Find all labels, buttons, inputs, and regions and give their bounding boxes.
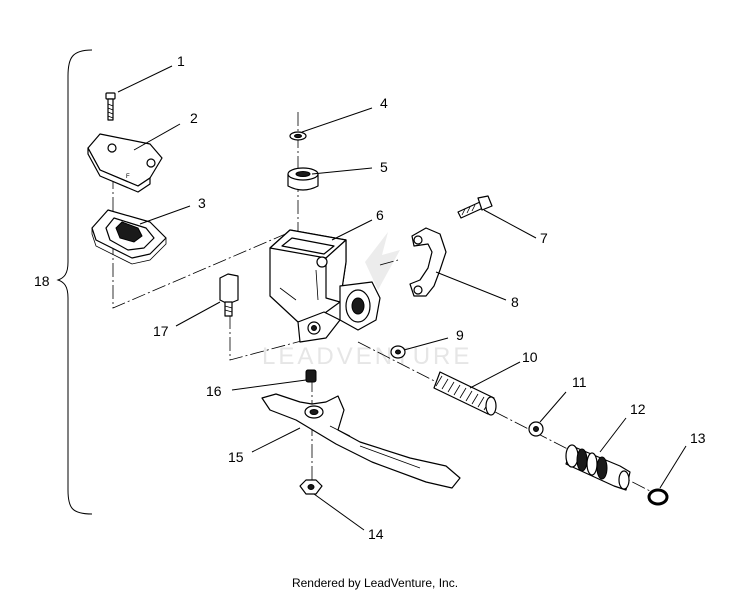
part-11-washer bbox=[528, 421, 544, 437]
callout-18: 18 bbox=[34, 273, 50, 289]
svg-text:F: F bbox=[126, 174, 130, 180]
part-15-lever bbox=[261, 393, 461, 489]
part-6-master-cylinder bbox=[269, 229, 381, 343]
assembly-brace bbox=[56, 49, 93, 515]
callout-15: 15 bbox=[228, 449, 244, 465]
watermark: LEADVENTURE bbox=[262, 232, 472, 370]
callout-6: 6 bbox=[376, 207, 384, 223]
callout-3: 3 bbox=[198, 195, 206, 211]
part-2-cover: F bbox=[87, 133, 163, 193]
part-5-seal bbox=[287, 167, 319, 191]
callout-12: 12 bbox=[630, 401, 646, 417]
callout-2: 2 bbox=[190, 110, 198, 126]
watermark-text: LEADVENTURE bbox=[262, 343, 472, 370]
part-8-clamp bbox=[409, 227, 447, 297]
leader-lines bbox=[117, 65, 687, 531]
callout-14: 14 bbox=[368, 526, 384, 542]
part-1-screw bbox=[105, 92, 116, 121]
part-14-nut bbox=[299, 479, 323, 495]
callout-4: 4 bbox=[380, 95, 388, 111]
part-7-bolt bbox=[457, 195, 493, 219]
part-10-spring bbox=[433, 371, 497, 416]
callout-1: 1 bbox=[177, 53, 185, 69]
part-9-washer bbox=[390, 345, 406, 359]
part-16-pivot-sleeve bbox=[305, 369, 317, 383]
callout-11: 11 bbox=[572, 374, 587, 390]
callout-numbers: 1 2 3 4 5 6 7 8 9 10 11 12 13 14 15 16 1… bbox=[34, 53, 706, 542]
part-12-piston bbox=[565, 444, 631, 491]
part-13-o-ring bbox=[647, 488, 669, 506]
callout-10: 10 bbox=[522, 349, 538, 365]
callout-8: 8 bbox=[511, 294, 519, 310]
callout-7: 7 bbox=[540, 230, 548, 246]
part-4-washer bbox=[289, 131, 307, 141]
callout-5: 5 bbox=[380, 159, 388, 175]
part-3-diaphragm bbox=[91, 209, 167, 265]
callout-9: 9 bbox=[456, 327, 464, 343]
callout-17: 17 bbox=[153, 323, 169, 339]
callout-16: 16 bbox=[206, 383, 222, 399]
callout-13: 13 bbox=[690, 430, 706, 446]
part-17-pivot-bolt bbox=[219, 273, 239, 317]
footer-credit: Rendered by LeadVenture, Inc. bbox=[291, 576, 459, 590]
